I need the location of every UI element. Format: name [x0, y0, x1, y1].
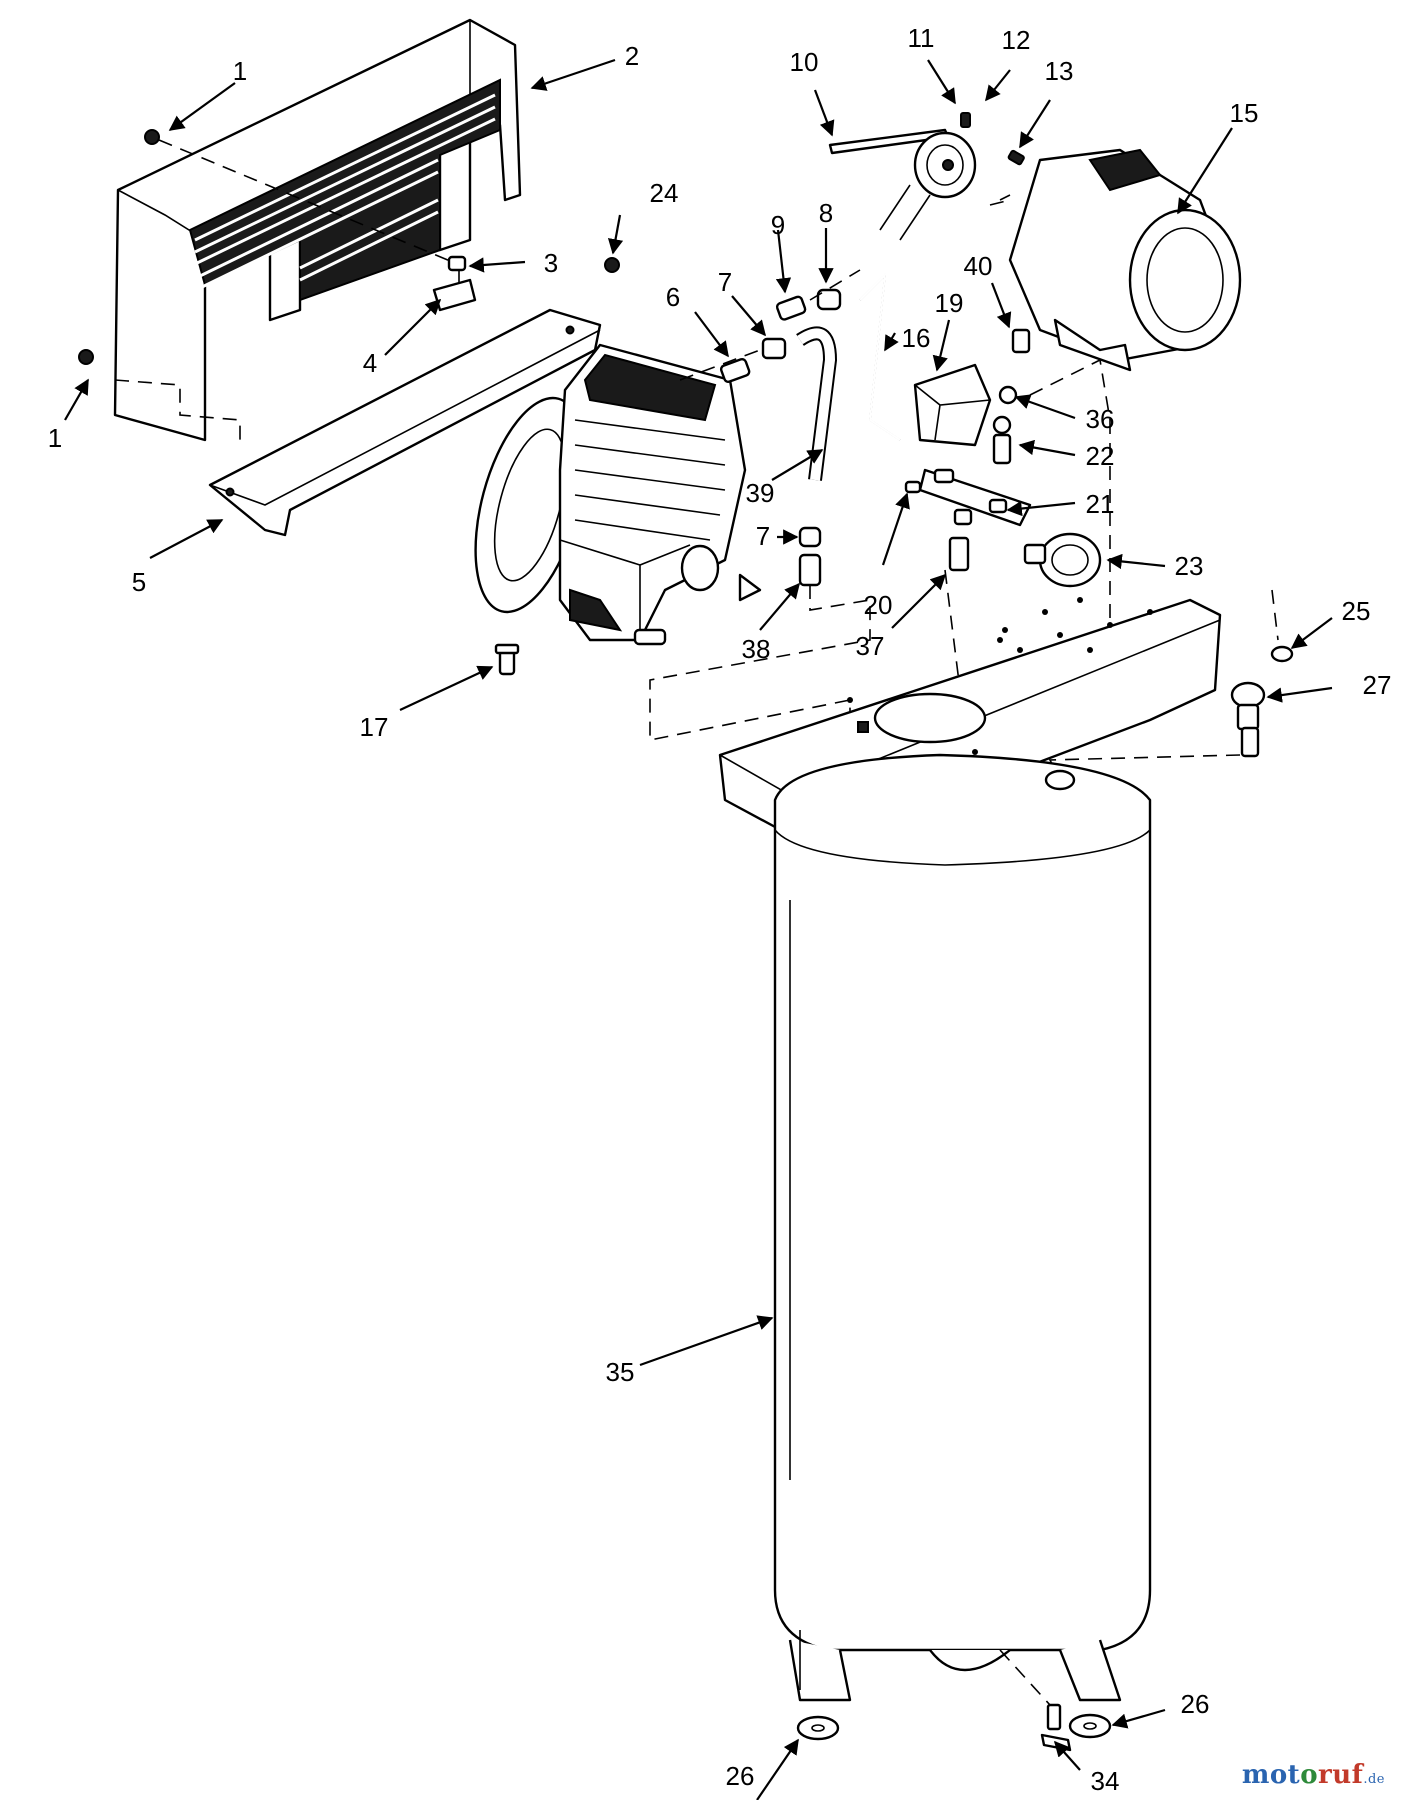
fitting-38: [798, 553, 822, 587]
drive-belt-and-pulley: [828, 112, 1025, 241]
callout-40: 40: [964, 251, 993, 281]
belt-guard: [113, 18, 522, 442]
washer-26-left: [796, 1715, 840, 1741]
air-tank: [773, 721, 1152, 1702]
fitting-8: [816, 288, 842, 311]
pressure-switch: [913, 363, 992, 447]
leader-lines: [64, 58, 1333, 1800]
bolt-40: [1011, 328, 1031, 354]
callout-1-left: 1: [48, 423, 62, 453]
callout-37: 37: [856, 631, 885, 661]
callout-39: 39: [746, 478, 775, 508]
clip-4: [432, 278, 477, 312]
callout-9: 9: [771, 210, 785, 240]
callout-13: 13: [1045, 56, 1074, 86]
brand-watermark: motoruf.de: [1242, 1760, 1385, 1790]
callout-16: 16: [902, 323, 931, 353]
callout-26-right: 26: [1181, 1689, 1210, 1719]
brand-part-1: mot: [1241, 1760, 1301, 1790]
fitting-9: [775, 295, 807, 321]
callout-1-top: 1: [233, 56, 247, 86]
tube-39: [796, 326, 838, 481]
nut-25: [1270, 645, 1294, 663]
manifold-tee: [918, 468, 1032, 527]
callout-15: 15: [1230, 98, 1259, 128]
callout-24: 24: [650, 178, 679, 208]
callout-labels: 1 2 3 4 1 24 5 6 7 9 8 10 11 12 13 15 16…: [48, 23, 1392, 1796]
callout-23: 23: [1175, 551, 1204, 581]
callout-2: 2: [625, 41, 639, 71]
callout-3: 3: [544, 248, 558, 278]
callout-12: 12: [1002, 25, 1031, 55]
fitting-36: [998, 385, 1018, 405]
callout-36: 36: [1086, 404, 1115, 434]
callout-20: 20: [864, 590, 893, 620]
callout-7-top: 7: [718, 267, 732, 297]
callout-21: 21: [1086, 489, 1115, 519]
callout-35: 35: [606, 1357, 635, 1387]
screw-1-top: [144, 129, 160, 145]
callout-26-left: 26: [726, 1761, 755, 1791]
callout-7-lower: 7: [756, 521, 770, 551]
tube-16: [859, 272, 901, 441]
compressor-pump: [474, 343, 762, 646]
washer-26-right: [1068, 1713, 1112, 1739]
callout-22: 22: [1086, 441, 1115, 471]
callout-34: 34: [1091, 1766, 1120, 1796]
fitting-7-top: [761, 337, 787, 360]
belt-guard-vents: [188, 78, 501, 302]
valve-22: [992, 415, 1012, 465]
callout-10: 10: [790, 47, 819, 77]
brand-part-3: ruf: [1318, 1760, 1364, 1790]
callout-19: 19: [935, 288, 964, 318]
electric-motor: [999, 148, 1242, 372]
callout-11: 11: [908, 23, 935, 53]
safety-valve-27: [1230, 681, 1266, 758]
callout-17: 17: [360, 712, 389, 742]
pressure-gauge-23: [1023, 532, 1102, 588]
bolt-17: [494, 643, 520, 676]
brand-suffix: .de: [1363, 1772, 1385, 1787]
screw-1-left: [78, 349, 94, 365]
callout-8: 8: [819, 198, 833, 228]
callout-6: 6: [666, 282, 680, 312]
callout-4: 4: [363, 348, 377, 378]
mounting-rail: [208, 308, 602, 537]
nut-7-lower: [798, 526, 822, 548]
plug-20: [904, 480, 922, 494]
nut-3: [447, 255, 467, 272]
callout-5: 5: [132, 567, 146, 597]
brand-part-2: o: [1300, 1760, 1319, 1790]
screw-24: [604, 257, 620, 273]
callout-25: 25: [1342, 596, 1371, 626]
callout-27: 27: [1363, 670, 1392, 700]
nipple-37: [948, 536, 970, 572]
fitting-6: [719, 357, 751, 383]
callout-38: 38: [742, 634, 771, 664]
